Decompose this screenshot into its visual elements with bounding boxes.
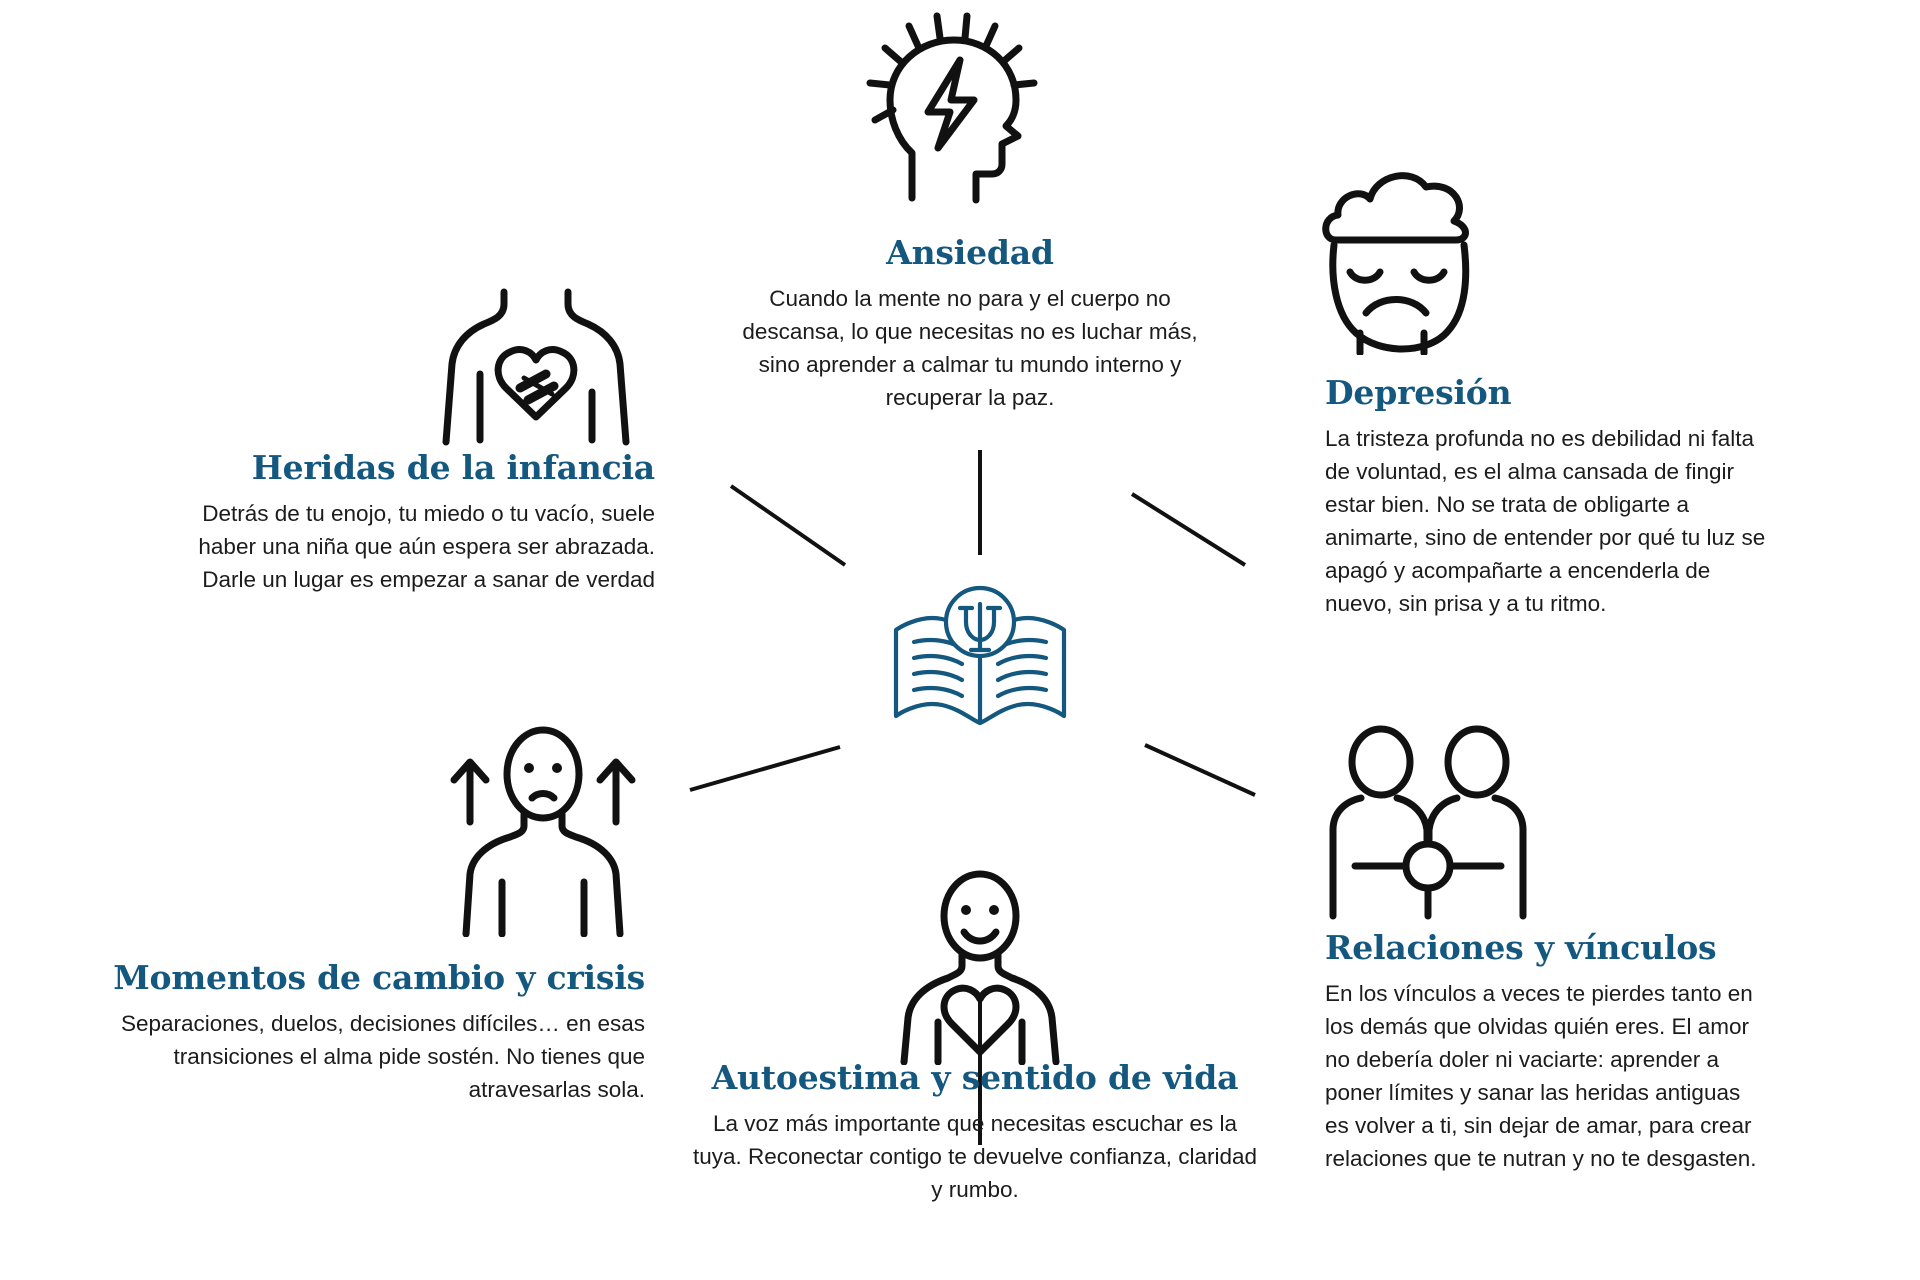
topic-block-depresion: Depresión La tristeza profunda no es deb… — [1325, 373, 1775, 620]
topic-body-relaciones: En los vínculos a veces te pierdes tanto… — [1325, 980, 1757, 1172]
topic-body-momentos: Separaciones, duelos, decisiones difícil… — [120, 1010, 645, 1103]
head-with-lightning-bolt-icon — [852, 8, 1067, 208]
topic-block-heridas: Heridas de la infancia Detrás de tu enoj… — [185, 448, 656, 596]
topic-title-depresion: Depresión — [1325, 373, 1512, 412]
topic-body-ansiedad: Cuando la mente no para y el cuerpo no d… — [742, 285, 1198, 411]
topic-block-momentos: Momentos de cambio y crisis Separaciones… — [85, 958, 645, 1106]
person-with-heart-icon — [878, 870, 1083, 1065]
topic-block-autoestima: Autoestima y sentido de vida La voz más … — [690, 1058, 1260, 1206]
topic-block-ansiedad: Ansiedad Cuando la mente no para y el cu… — [735, 233, 1205, 414]
topic-block-relaciones: Relaciones y vínculos En los vínculos a … — [1325, 928, 1765, 1175]
topic-body-depresion: La tristeza profunda no es debilidad ni … — [1325, 425, 1766, 617]
topic-title-autoestima: Autoestima y sentido de vida — [711, 1058, 1239, 1097]
torso-with-bandaged-heart-icon — [432, 282, 647, 447]
topic-body-autoestima: La voz más importante que necesitas escu… — [692, 1110, 1258, 1203]
spoke-line-momentos — [689, 745, 841, 792]
topic-title-momentos: Momentos de cambio y crisis — [113, 958, 645, 997]
topic-title-relaciones: Relaciones y vínculos — [1325, 928, 1717, 967]
spoke-line-relaciones — [1144, 743, 1256, 797]
sad-face-with-cloud-icon — [1308, 155, 1508, 355]
two-people-connection-icon — [1325, 718, 1535, 923]
topic-title-ansiedad: Ansiedad — [886, 233, 1054, 272]
topic-title-heridas: Heridas de la infancia — [251, 448, 656, 487]
spoke-line-depresion — [1130, 492, 1247, 567]
topic-body-heridas: Detrás de tu enojo, tu miedo o tu vacío,… — [198, 500, 655, 593]
person-with-up-arrows-icon — [438, 722, 648, 937]
spoke-line-heridas — [729, 484, 847, 567]
center-book-psi-icon — [890, 580, 1070, 725]
